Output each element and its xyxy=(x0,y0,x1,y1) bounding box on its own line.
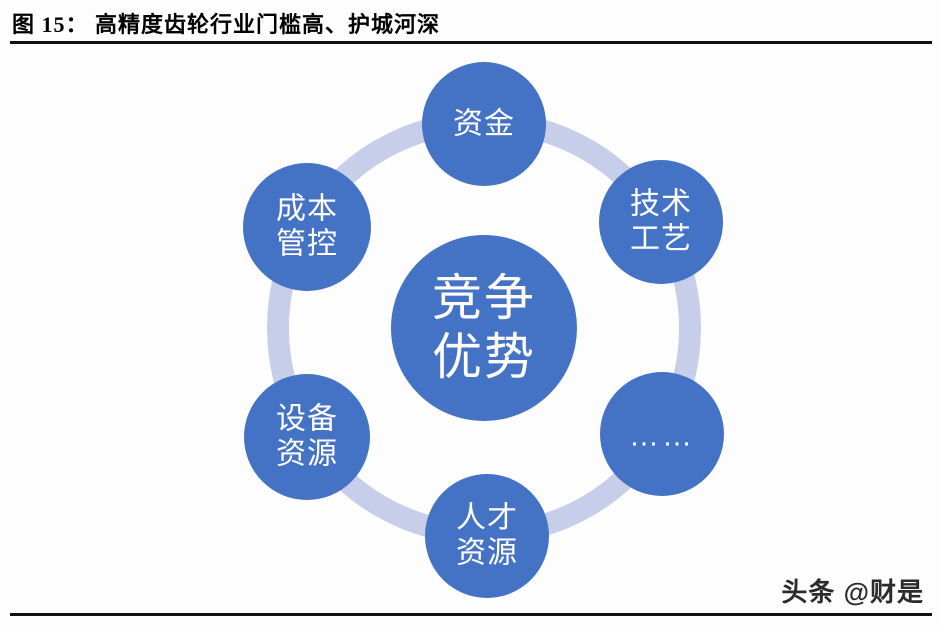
node-talent-circle[interactable] xyxy=(425,474,549,598)
watermark: 头条 @财是 xyxy=(781,577,924,607)
node-equipment-circle[interactable] xyxy=(244,374,370,500)
diagram-canvas xyxy=(243,62,724,598)
node-cost-control-circle[interactable] xyxy=(243,163,371,291)
node-technology-circle[interactable] xyxy=(599,160,723,284)
center-node-circle[interactable] xyxy=(391,235,577,421)
page-title: 图 15： 高精度齿轮行业门槛高、护城河深 xyxy=(12,12,441,37)
header-divider xyxy=(10,41,932,44)
footer-divider xyxy=(10,613,932,616)
figure-header: 图 15： 高精度齿轮行业门槛高、护城河深 xyxy=(0,0,942,44)
competitive-advantage-diagram: 资金 技术 工艺 …… 人才 资源 设备 资源 成本 管控 竞争 优势 xyxy=(0,44,942,612)
node-others-circle[interactable] xyxy=(600,372,724,496)
node-capital-circle[interactable] xyxy=(422,62,546,186)
